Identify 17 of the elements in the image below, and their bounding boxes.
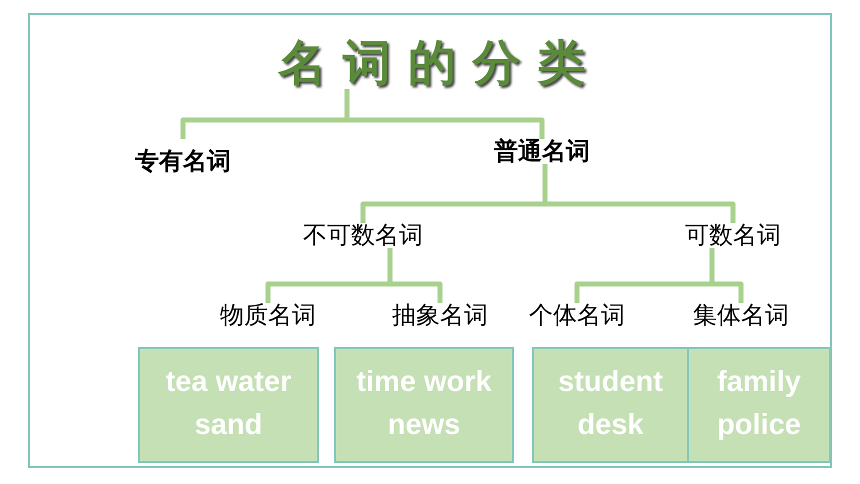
- category-label: 抽象名词: [392, 302, 488, 330]
- bracket-connector: [180, 86, 544, 142]
- category-label: 集体名词: [693, 302, 789, 330]
- category-label: 专有名词: [135, 148, 231, 176]
- word-box: time work news: [334, 347, 514, 463]
- category-label: 普通名词: [494, 138, 590, 166]
- bracket-connector: [266, 246, 442, 306]
- word-box: family police: [687, 347, 831, 463]
- bracket-connector: [360, 162, 736, 226]
- category-label: 物质名词: [220, 302, 316, 330]
- word-box: tea water sand: [138, 347, 319, 463]
- bracket-connector: [574, 246, 744, 306]
- category-label: 可数名词: [685, 222, 781, 250]
- category-label: 个体名词: [529, 302, 625, 330]
- category-label: 不可数名词: [303, 222, 423, 250]
- word-box: student desk: [532, 347, 689, 463]
- title: 名 词 的 分 类: [278, 36, 586, 92]
